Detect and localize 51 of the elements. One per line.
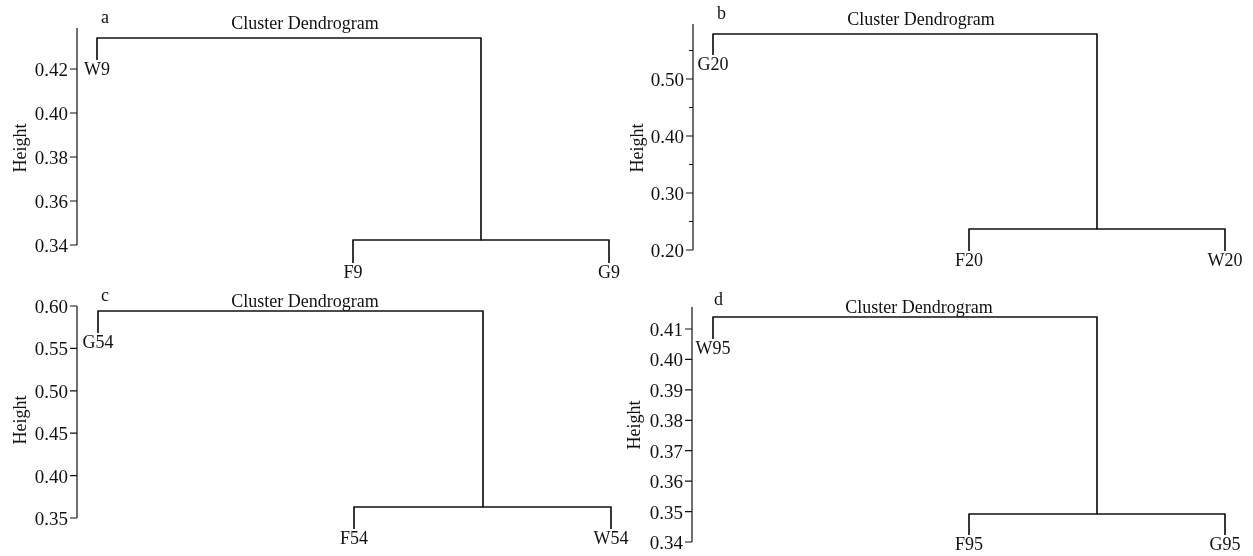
leaf-label: W95: [695, 339, 731, 357]
tick-label: 0.35: [649, 502, 683, 522]
tick-label: 0.60: [34, 296, 68, 316]
tick-label: 0.34: [34, 235, 68, 255]
panel-letter: d: [714, 290, 723, 308]
leaf-label: W54: [593, 529, 629, 547]
tick-label: 0.39: [649, 380, 683, 400]
leaf-label: F9: [343, 263, 363, 281]
tick-label: 0.41: [649, 319, 683, 339]
tick-label: 0.35: [34, 508, 68, 528]
chart-title: Cluster Dendrogram: [231, 14, 379, 32]
leaf-label: F54: [340, 529, 368, 547]
tick-label: 0.40: [650, 126, 684, 146]
tick-label: 0.50: [34, 381, 68, 401]
dendrogram-link: [352, 239, 610, 264]
chart-title: Cluster Dendrogram: [845, 298, 993, 316]
axis-title: Height: [11, 395, 29, 445]
leaf-label: W20: [1207, 251, 1243, 269]
leaf-label: F20: [955, 251, 983, 269]
tick-label: 0.37: [649, 441, 683, 461]
panel-letter: a: [101, 8, 109, 26]
tick-label: 0.30: [650, 183, 684, 203]
panel-letter: c: [101, 286, 109, 304]
tick-label: 0.40: [34, 103, 68, 123]
tick-label: 0.20: [650, 240, 684, 260]
tick-label: 0.55: [34, 338, 68, 358]
axis-title: Height: [628, 123, 646, 173]
axis-title: Height: [11, 123, 29, 173]
chart-title: Cluster Dendrogram: [847, 10, 995, 28]
tick-label: 0.42: [34, 59, 68, 79]
tick-label: 0.40: [649, 349, 683, 369]
leaf-label: F95: [955, 535, 983, 553]
leaf-label: G20: [697, 55, 729, 73]
leaf-label: W9: [84, 60, 110, 78]
tick-label: 0.50: [650, 69, 684, 89]
panel-letter: b: [717, 4, 726, 22]
tick-label: 0.45: [34, 423, 68, 443]
dendrogram-link: [968, 228, 1226, 252]
tick-label: 0.38: [34, 147, 68, 167]
axis-title: Height: [625, 400, 643, 450]
leaf-label: G95: [1209, 535, 1241, 553]
chart-title: Cluster Dendrogram: [231, 292, 379, 310]
dendrogram-link: [353, 506, 612, 530]
tick-label: 0.36: [649, 471, 683, 491]
leaf-label: G9: [598, 263, 620, 281]
tick-label: 0.34: [649, 532, 683, 552]
dendrogram-link: [968, 513, 1226, 536]
leaf-label: G54: [82, 333, 114, 351]
tick-label: 0.38: [649, 410, 683, 430]
tick-label: 0.40: [34, 466, 68, 486]
tick-label: 0.36: [34, 191, 68, 211]
